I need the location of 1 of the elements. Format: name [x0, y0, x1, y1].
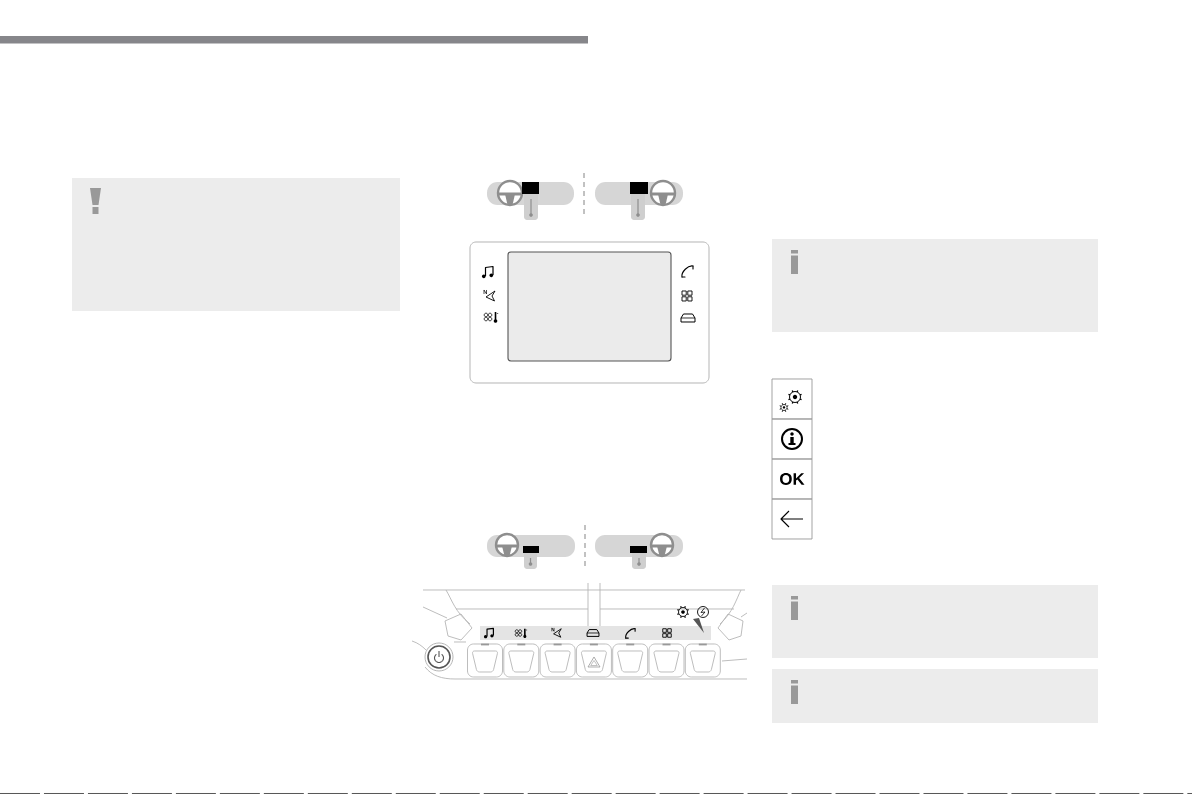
table-cell: OK: [771, 458, 813, 500]
